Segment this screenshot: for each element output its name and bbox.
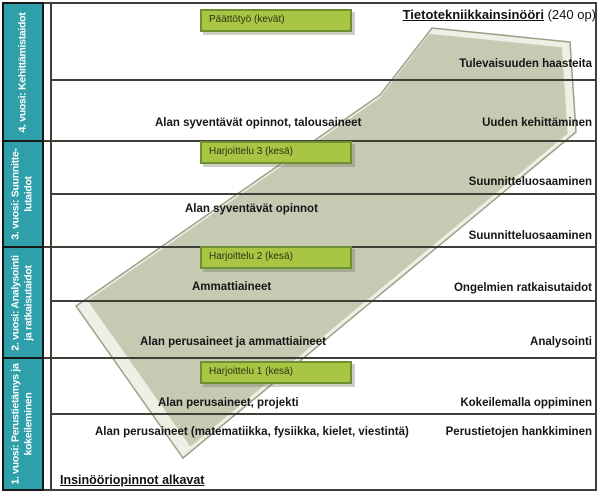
skill-label: Analysointi (530, 336, 592, 348)
progress-arrow-body (87, 33, 568, 447)
degree-credits: (240 op) (547, 7, 596, 22)
skill-label: Suunnitteluosaaminen (468, 230, 592, 242)
course-label: Alan syventävät opinnot, talousaineet (155, 117, 362, 129)
course-label: Alan perusaineet, projekti (158, 397, 299, 409)
milestone-box-internship-3: Harjoittelu 3 (kesä) (200, 141, 352, 164)
sidebar-year-3-label: 3. vuosi: Suunnitte- lutaidot (10, 148, 36, 240)
skill-label: Suunnitteluosaaminen (468, 176, 592, 188)
skill-label: Kokeilemalla oppiminen (460, 397, 592, 409)
degree-name: Tietotekniikkainsinööri (402, 7, 544, 22)
milestone-box-thesis: Päättötyö (kevät) (200, 9, 352, 32)
year2-year1-divider (2, 357, 597, 359)
start-label: Insinööriopinnot alkavat (60, 473, 205, 487)
course-label: Alan syventävät opinnot (185, 203, 318, 215)
degree-title: Tietotekniikkainsinööri (240 op) (403, 7, 596, 22)
skill-label: Perustietojen hankkiminen (445, 426, 592, 438)
border-bottom-line (2, 489, 597, 491)
milestone-box-internship-2: Harjoittelu 2 (kesä) (200, 246, 352, 269)
sidebar-year-1-label: 1. vuosi: Perustietämys ja kokeileminen (10, 363, 35, 485)
row-divider (51, 79, 597, 81)
row-divider (51, 300, 597, 302)
sidebar-year-2-label: 2. vuosi: Analysointi ja ratkaisutaidot (10, 254, 36, 351)
course-label: Alan perusaineet (matematiikka, fysiikka… (95, 426, 409, 438)
skill-label: Tulevaisuuden haasteita (459, 58, 592, 70)
sidebar-year-3: 3. vuosi: Suunnitte- lutaidot (2, 140, 44, 248)
sidebar-year-4-label: 4. vuosi: Kehittämistaidot (16, 12, 29, 132)
sidebar-year-1: 1. vuosi: Perustietämys ja kokeileminen (2, 357, 44, 491)
skill-label: Uuden kehittäminen (482, 117, 592, 129)
course-label: Ammattiaineet (192, 281, 272, 293)
course-label: Alan perusaineet ja ammattiaineet (140, 336, 326, 348)
skill-label: Ongelmien ratkaisutaidot (453, 282, 592, 294)
sidebar-year-2: 2. vuosi: Analysointi ja ratkaisutaidot (2, 246, 44, 359)
sidebar-year-4: 4. vuosi: Kehittämistaidot (2, 2, 44, 142)
row-divider (51, 413, 597, 415)
milestone-box-internship-1: Harjoittelu 1 (kesä) (200, 361, 352, 384)
border-top-line (2, 2, 597, 4)
row-divider (51, 193, 597, 195)
